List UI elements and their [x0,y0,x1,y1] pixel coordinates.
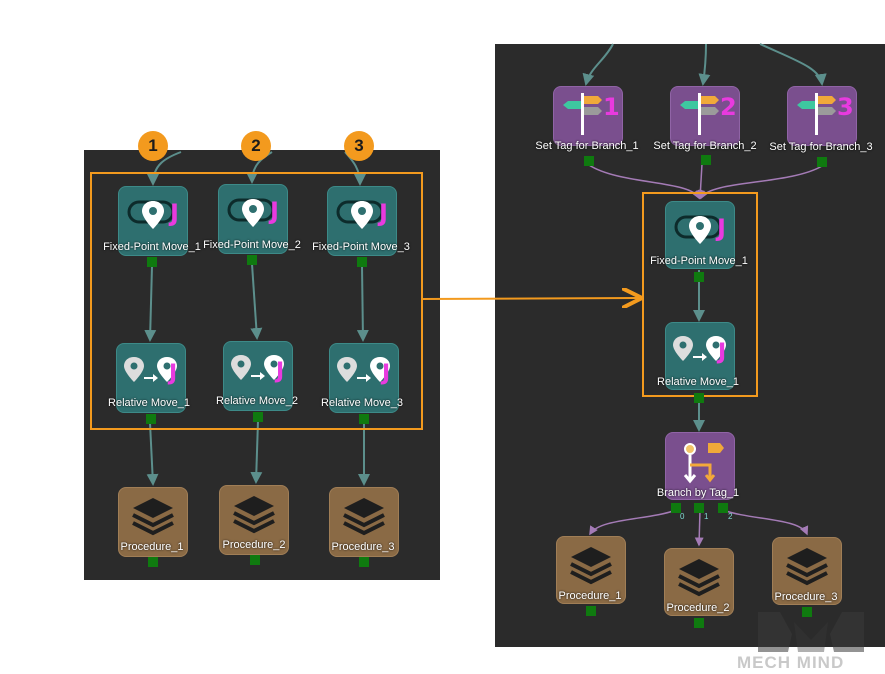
merged-fixed-point-move-label: Fixed-Point Move_1 [650,255,748,267]
branch-output-port-1[interactable] [694,503,704,513]
svg-text:J: J [716,340,726,365]
merged-relative-move-node[interactable]: J [665,322,735,390]
branch-output-port-2[interactable] [718,503,728,513]
procedure-node-2[interactable] [219,485,289,555]
procedure-node-3[interactable] [329,487,399,557]
step-badge-2: 2 [241,131,271,161]
branch-port-number-0: 0 [680,512,685,521]
relative-move-node-1[interactable]: J [116,343,186,413]
set-tag-label-2: Set Tag for Branch_2 [653,140,757,152]
mech-mind-logo-text: MECH MIND [737,653,845,672]
set-tag-label-3: Set Tag for Branch_3 [769,141,873,153]
svg-text:J: J [167,361,177,386]
procedure-label-3: Procedure_3 [331,541,395,553]
relative-move-node-3[interactable]: J [329,343,399,413]
relative-move-icon: J [337,357,390,386]
output-port[interactable] [147,257,157,267]
svg-text:J: J [715,214,726,242]
output-port[interactable] [694,272,704,282]
fixed-point-move-label-2: Fixed-Point Move_2 [203,239,301,251]
output-port[interactable] [148,557,158,567]
branch-procedure-label-3: Procedure_3 [774,591,838,603]
fixed-point-move-icon: J [227,197,279,227]
fixed-point-move-icon: J [336,199,388,229]
relative-move-icon: J [231,355,284,384]
left-selection-box [90,172,423,430]
branch-icon [683,443,724,484]
branch-procedure-label-1: Procedure_1 [558,590,622,602]
output-port[interactable] [694,393,704,403]
output-port[interactable] [146,414,156,424]
layers-icon [678,559,720,597]
set-tag-label-1: Set Tag for Branch_1 [535,140,639,152]
transform-arrow [421,298,640,299]
procedure-label-2: Procedure_2 [222,539,286,551]
fixed-point-move-node-2[interactable]: J [218,184,288,254]
output-port[interactable] [357,257,367,267]
svg-text:J: J [274,359,284,384]
output-port[interactable] [253,412,263,422]
output-port[interactable] [250,555,260,565]
set-tag-node-2[interactable]: 2 [670,86,740,146]
set-tag-number-1: 1 [603,93,620,121]
branch-procedure-node-3[interactable] [772,537,842,605]
step-badge-1: 1 [138,131,168,161]
branch-procedure-label-2: Procedure_2 [666,602,730,614]
output-port[interactable] [359,557,369,567]
layers-icon [132,498,174,536]
branch-by-tag-label: Branch by Tag_1 [656,487,740,499]
output-port[interactable] [586,606,596,616]
fixed-point-move-icon: J [127,199,179,229]
output-port[interactable] [694,618,704,628]
branch-output-port-0[interactable] [671,503,681,513]
mech-mind-logo-mark [758,612,864,652]
signpost-icon: 1 [563,93,620,135]
signpost-icon: 3 [797,93,854,135]
step-badge-3: 3 [344,131,374,161]
svg-text:J: J [377,199,388,227]
layers-icon [570,547,612,585]
relative-move-label-2: Relative Move_2 [216,395,298,407]
relative-move-icon: J [124,357,177,386]
procedure-label-1: Procedure_1 [120,541,184,553]
svg-text:J: J [268,197,279,225]
output-port[interactable] [817,157,827,167]
set-tag-node-3[interactable]: 3 [787,86,857,146]
output-port[interactable] [359,414,369,424]
fixed-point-move-node-1[interactable]: J [118,186,188,256]
branch-port-number-1: 1 [704,512,709,521]
set-tag-number-3: 3 [837,93,854,121]
relative-move-node-2[interactable]: J [223,341,293,411]
relative-move-label-1: Relative Move_1 [108,397,190,409]
procedure-node-1[interactable] [118,487,188,557]
branch-port-number-2: 2 [728,512,733,521]
fixed-point-move-label-1: Fixed-Point Move_1 [103,241,201,253]
branch-procedure-node-1[interactable] [556,536,626,604]
merged-relative-move-label: Relative Move_1 [657,376,739,388]
branch-by-tag-node[interactable] [665,432,735,500]
fixed-point-move-label-3: Fixed-Point Move_3 [312,241,410,253]
set-tag-number-2: 2 [720,93,737,121]
output-port[interactable] [802,607,812,617]
relative-move-label-3: Relative Move_3 [321,397,403,409]
relative-move-icon: J [673,336,726,365]
svg-text:J: J [168,199,179,227]
output-port[interactable] [584,156,594,166]
output-port[interactable] [247,255,257,265]
branch-procedure-node-2[interactable] [664,548,734,616]
set-tag-node-1[interactable]: 1 [553,86,623,146]
svg-text:J: J [380,361,390,386]
layers-icon [233,496,275,534]
fixed-point-move-icon: J [674,214,726,244]
signpost-icon: 2 [680,93,737,135]
layers-icon [786,548,828,586]
merged-fixed-point-move-node[interactable]: J [665,201,735,269]
output-port[interactable] [701,155,711,165]
layers-icon [343,498,385,536]
fixed-point-move-node-3[interactable]: J [327,186,397,256]
